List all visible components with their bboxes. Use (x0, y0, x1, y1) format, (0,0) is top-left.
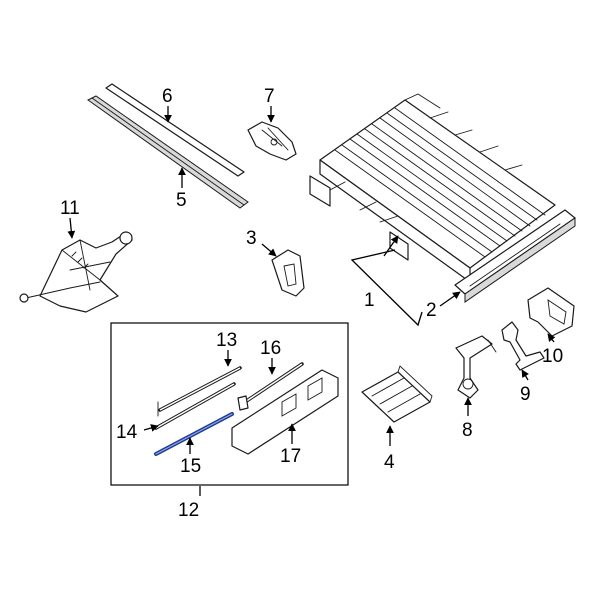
part-12-tool-kit-box (110, 322, 349, 486)
callout-13[interactable]: 13 (216, 330, 237, 351)
part-5-strip[interactable] (87, 95, 249, 209)
part-7-bracket[interactable] (247, 121, 297, 161)
callout-3[interactable]: 3 (246, 228, 257, 249)
part-10-bracket[interactable] (527, 287, 575, 337)
callout-2[interactable]: 2 (426, 300, 437, 321)
part-17-tool-bag[interactable] (231, 369, 339, 455)
callout-6[interactable]: 6 (162, 86, 173, 107)
part-11-scissor-jack[interactable] (19, 231, 133, 313)
callout-10[interactable]: 10 (542, 346, 563, 367)
part-2-rail[interactable] (454, 209, 576, 303)
part-3-bracket[interactable] (271, 249, 305, 297)
part-9-bracket[interactable] (501, 321, 545, 371)
callout-5[interactable]: 5 (176, 190, 187, 211)
part-14-extension[interactable] (154, 382, 236, 430)
callout-14[interactable]: 14 (116, 422, 138, 443)
callout-17[interactable]: 17 (280, 446, 301, 467)
callout-12[interactable]: 12 (178, 500, 199, 521)
part-15-extension-highlighted[interactable] (154, 412, 234, 456)
callout-9[interactable]: 9 (520, 384, 531, 405)
callout-15[interactable]: 15 (180, 456, 201, 477)
callout-8[interactable]: 8 (462, 420, 473, 441)
part-13-rod[interactable] (157, 366, 242, 417)
callout-11[interactable]: 11 (60, 198, 80, 219)
part-4-plate[interactable] (361, 365, 433, 423)
callout-4[interactable]: 4 (384, 452, 395, 473)
callout-7[interactable]: 7 (264, 86, 275, 107)
part-8-hoist[interactable] (455, 335, 497, 399)
part-16-lug-wrench[interactable] (237, 362, 304, 411)
callout-16[interactable]: 16 (260, 338, 281, 359)
part-1-bed-floor[interactable] (309, 93, 556, 283)
callout-1[interactable]: 1 (364, 290, 375, 311)
part-6-strip[interactable] (105, 83, 245, 177)
